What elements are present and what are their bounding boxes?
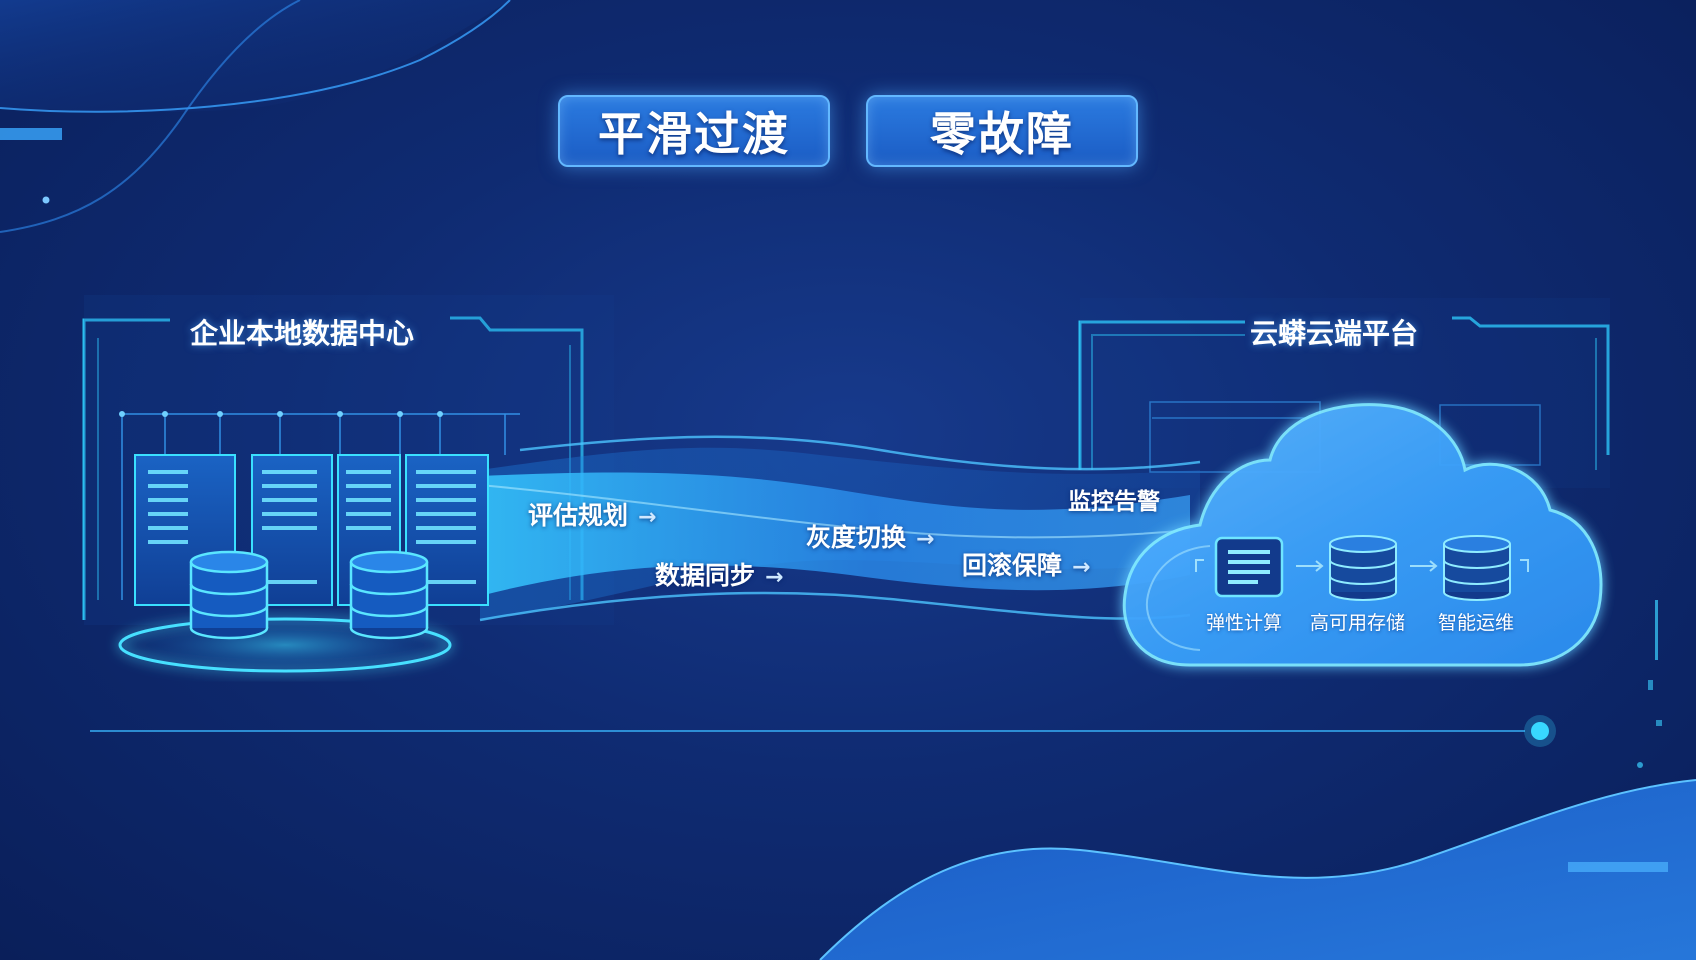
step-rollback-label: 回滚保障 [962,551,1063,580]
compute-icon [1214,536,1284,598]
database-icon [189,550,429,640]
cloud-frame [1078,316,1610,470]
step-sync-label: 数据同步 [655,561,756,590]
onprem-title: 企业本地数据中心 [190,317,415,350]
step-monitor-label: 监控告警 [1068,489,1160,515]
service-ops-label: 智能运维 [1438,612,1515,634]
arrow-icon: → [765,565,784,590]
step-sync: 数据同步 → [655,556,783,592]
zero-fault-badge: 零故障 [866,95,1138,167]
service-compute-label: 弹性计算 [1206,612,1283,634]
step-gray-label: 灰度切换 [806,523,907,552]
arrow-icon: → [1072,555,1091,580]
smooth-transition-badge: 平滑过渡 [558,95,830,167]
step-gray-switch: 灰度切换 → [806,518,934,554]
service-storage-label: 高可用存储 [1310,612,1406,634]
step-assess: 评估规划 → [528,496,656,532]
cloud-title: 云蟒云端平台 [1250,317,1419,350]
arrow-icon: → [638,505,657,530]
step-monitor: 监控告警 [1068,482,1160,516]
onprem-frame [82,316,584,620]
step-assess-label: 评估规划 [528,501,629,530]
database-icon [1329,535,1511,601]
server-rack-icon [134,454,489,606]
zero-fault-text: 零故障 [930,107,1074,161]
smooth-transition-text: 平滑过渡 [598,107,790,161]
arrow-icon: → [916,527,935,552]
step-rollback: 回滚保障 → [962,546,1090,582]
